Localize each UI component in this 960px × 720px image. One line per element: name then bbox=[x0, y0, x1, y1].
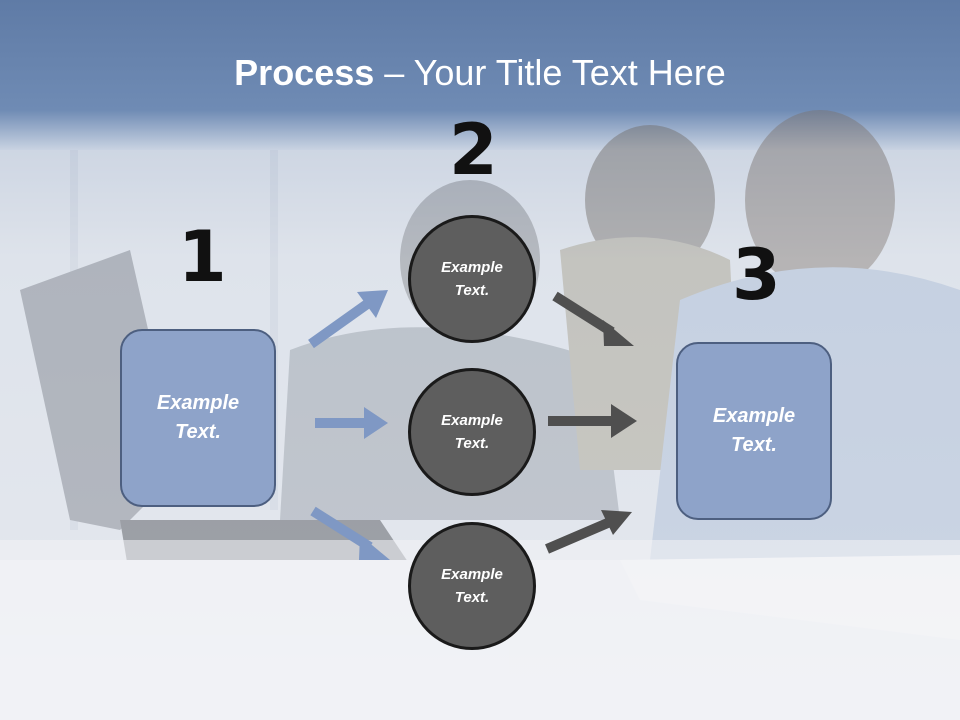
slide-title: Process – Your Title Text Here bbox=[0, 52, 960, 94]
circle-top-line2: Text. bbox=[454, 282, 490, 299]
step-1-text-line2: Text. bbox=[175, 421, 221, 443]
arrow-1-to-middle bbox=[315, 407, 388, 439]
step-3-text-line2: Text. bbox=[731, 434, 777, 456]
arrow-middle-to-3 bbox=[548, 404, 637, 438]
step-number-3: 3 bbox=[732, 234, 781, 316]
title-bold: Process bbox=[234, 52, 375, 93]
step-2-circle-middle: Example Text. bbox=[408, 368, 536, 496]
step-2-circle-top: Example Text. bbox=[408, 215, 536, 343]
arrow-top-to-3 bbox=[552, 291, 634, 346]
step-2-circle-bottom: Example Text. bbox=[408, 522, 536, 650]
circle-bottom-line2: Text. bbox=[454, 589, 490, 606]
step-number-1: 1 bbox=[178, 216, 227, 298]
circle-middle-line1: Example bbox=[441, 412, 503, 429]
step-3-box: Example Text. bbox=[676, 342, 832, 520]
title-rest: – Your Title Text Here bbox=[374, 52, 726, 93]
step-1-text-line1: Example bbox=[156, 392, 240, 414]
arrow-1-to-bottom bbox=[310, 506, 390, 560]
step-1-box: Example Text. bbox=[120, 329, 276, 507]
step-3-text-line1: Example bbox=[712, 405, 796, 427]
circle-middle-line2: Text. bbox=[454, 435, 490, 452]
circle-top-line1: Example bbox=[441, 259, 503, 276]
step-number-2: 2 bbox=[449, 109, 498, 191]
arrow-bottom-to-3 bbox=[545, 510, 632, 554]
circle-bottom-line1: Example bbox=[441, 566, 503, 583]
arrow-1-to-top bbox=[308, 290, 388, 349]
